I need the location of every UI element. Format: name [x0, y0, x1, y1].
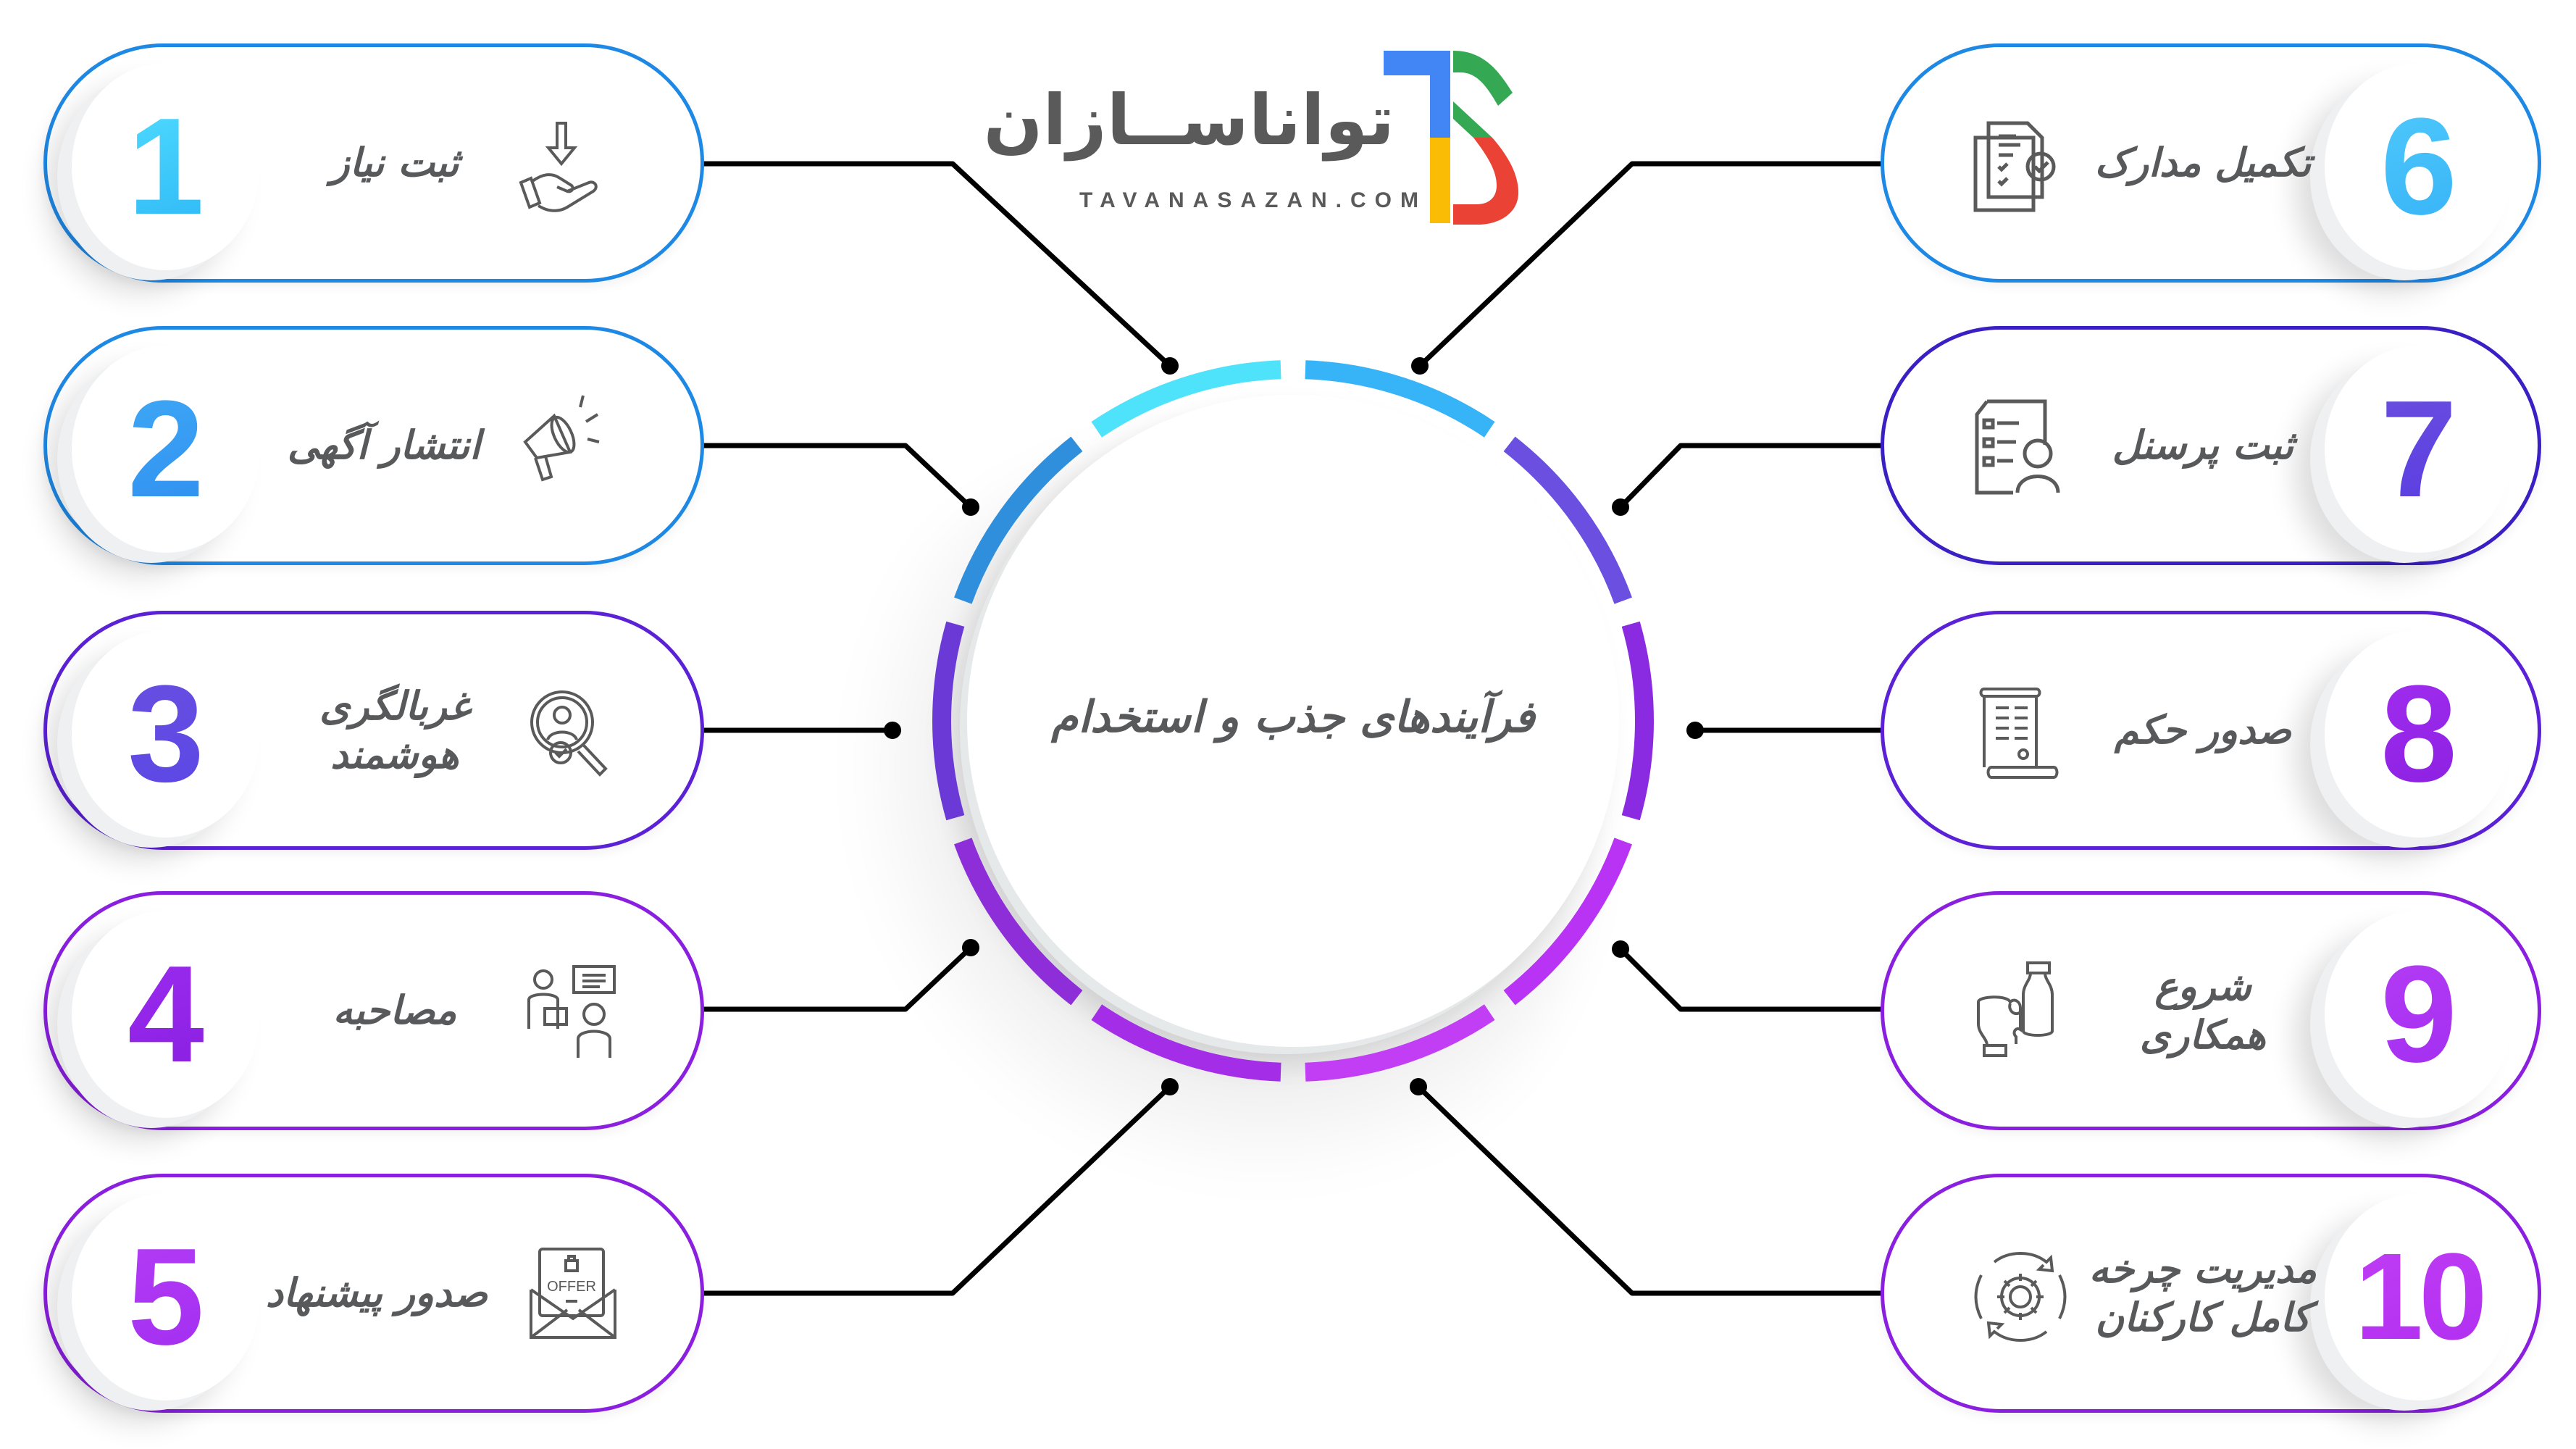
step-number: 8	[2380, 657, 2457, 811]
step-number-disc: 8	[2325, 630, 2513, 838]
step-6: 6 تکمیل مدارک	[1881, 43, 2541, 283]
step-number-disc: 7	[2325, 346, 2513, 553]
logo-name: تواناســازان	[983, 80, 1396, 161]
ring-segment	[1503, 436, 1632, 604]
gear-cycle-icon	[1970, 1246, 2071, 1348]
step-number: 2	[127, 372, 204, 526]
step-4: 4 مصاحبه	[43, 891, 704, 1130]
personnel-form-icon	[1970, 398, 2071, 500]
segmented-ring	[932, 360, 1654, 1082]
ring-segment	[1503, 838, 1632, 1006]
center-title: فرآیندهای جذب و استخدام	[1051, 692, 1535, 743]
brand-logo: تواناســازان TAVANASAZAN.COM	[984, 51, 1518, 225]
step-5: 5 صدور پیشنهاد OFFER	[43, 1174, 704, 1413]
megaphone-icon	[511, 391, 612, 493]
step-8: 8 صدور حکم	[1881, 611, 2541, 850]
step-1: 1 ثبت نیاز	[43, 43, 704, 283]
step-label: ثبت نیاز	[330, 140, 459, 186]
step-label: صدور حکم	[2114, 707, 2292, 753]
ring-segment	[1091, 1004, 1281, 1082]
step-number: 4	[127, 938, 204, 1091]
step-2: 2 انتشار آگهی	[43, 326, 704, 565]
ring-segment	[1621, 621, 1654, 821]
step-number: 10	[2354, 1228, 2487, 1366]
step-number-disc: 4	[72, 911, 260, 1118]
ring-segment	[1091, 360, 1281, 438]
step-number-disc: 6	[2325, 63, 2513, 270]
interview-icon	[522, 964, 623, 1065]
step-number-disc: 5	[72, 1193, 260, 1400]
step-number-disc: 9	[2325, 911, 2513, 1118]
step-number: 7	[2380, 372, 2457, 526]
search-candidate-icon	[522, 683, 623, 785]
ts-monogram-icon	[1384, 51, 1518, 225]
center-disc: فرآیندهای جذب و استخدام	[967, 395, 1619, 1047]
step-number: 1	[127, 90, 204, 243]
step-number-disc: 10	[2325, 1193, 2513, 1400]
step-number-disc: 1	[72, 63, 260, 270]
offer-letter-icon: OFFER	[525, 1246, 627, 1348]
step-number: 9	[2380, 938, 2457, 1091]
hand-receive-icon	[511, 116, 612, 217]
ring-segment	[932, 621, 965, 821]
step-label: مصاحبه	[333, 987, 457, 1034]
documents-check-icon	[1970, 116, 2071, 217]
handshake-puzzle-icon	[1970, 960, 2071, 1061]
ring-segment	[1305, 1004, 1495, 1082]
step-7: 7 ثبت پرسنل	[1881, 326, 2541, 565]
step-number-disc: 2	[72, 346, 260, 553]
svg-text:OFFER: OFFER	[547, 1279, 596, 1295]
step-number: 5	[127, 1220, 204, 1374]
step-label: تکمیل مدارک	[2094, 140, 2312, 186]
step-label: صدور پیشنهاد	[265, 1270, 488, 1316]
logo-domain: TAVANASAZAN.COM	[1079, 188, 1427, 212]
step-number: 3	[127, 657, 204, 811]
ring-segment	[1305, 360, 1495, 438]
step-number: 6	[2380, 90, 2457, 243]
step-label: ثبت پرسنل	[2112, 422, 2294, 469]
step-label: انتشار آگهی	[287, 422, 481, 469]
ring-segment	[954, 436, 1083, 604]
step-number-disc: 3	[72, 630, 260, 838]
ring-segment	[954, 838, 1083, 1006]
connector-10	[1416, 1085, 1949, 1296]
decree-scroll-icon	[1970, 683, 2071, 785]
